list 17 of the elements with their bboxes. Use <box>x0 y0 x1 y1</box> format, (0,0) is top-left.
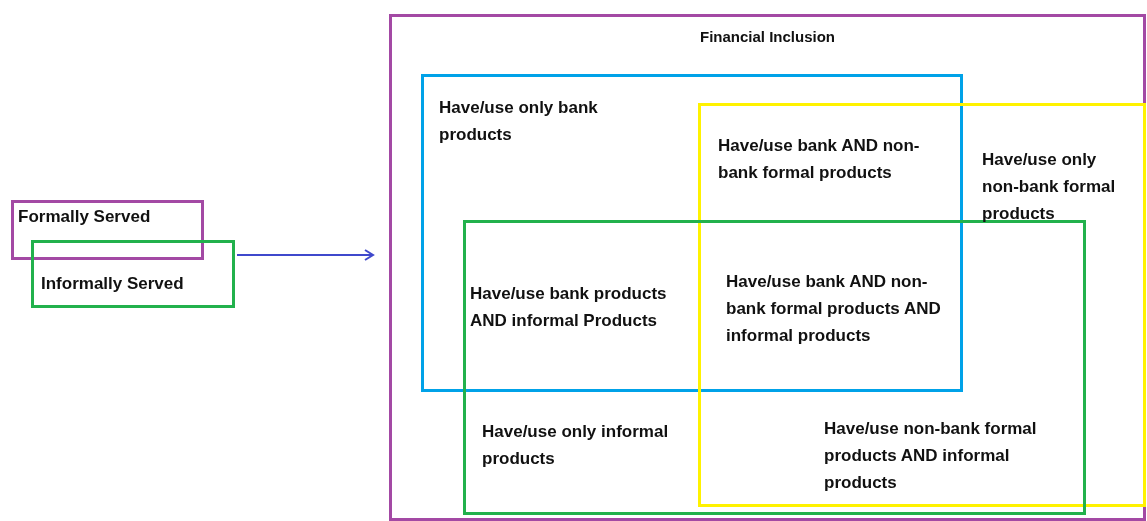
set-label: Informally Served <box>41 273 184 295</box>
set-label: Have/use only bank products <box>439 97 599 146</box>
set-label: Formally Served <box>18 206 151 228</box>
set-label: Have/use only non-bank formal products <box>982 149 1117 225</box>
region-label: Have/use bank AND non-bank formal products AND informal products <box>726 271 942 347</box>
set-label: Have/use only informal products <box>482 421 670 470</box>
set-box <box>11 200 204 260</box>
set-box <box>421 74 963 392</box>
set-box <box>463 220 1086 515</box>
region-label: Have/use bank products AND informal Products <box>470 283 668 332</box>
region-label: Have/use bank AND non-bank formal products <box>718 135 921 184</box>
set-box <box>31 240 235 308</box>
arrow <box>236 249 374 261</box>
region-label: Have/use non-bank formal products AND informal products <box>824 418 1038 494</box>
set-box <box>698 103 1146 507</box>
group-box <box>389 14 1146 521</box>
group-title: Financial Inclusion <box>699 27 836 47</box>
